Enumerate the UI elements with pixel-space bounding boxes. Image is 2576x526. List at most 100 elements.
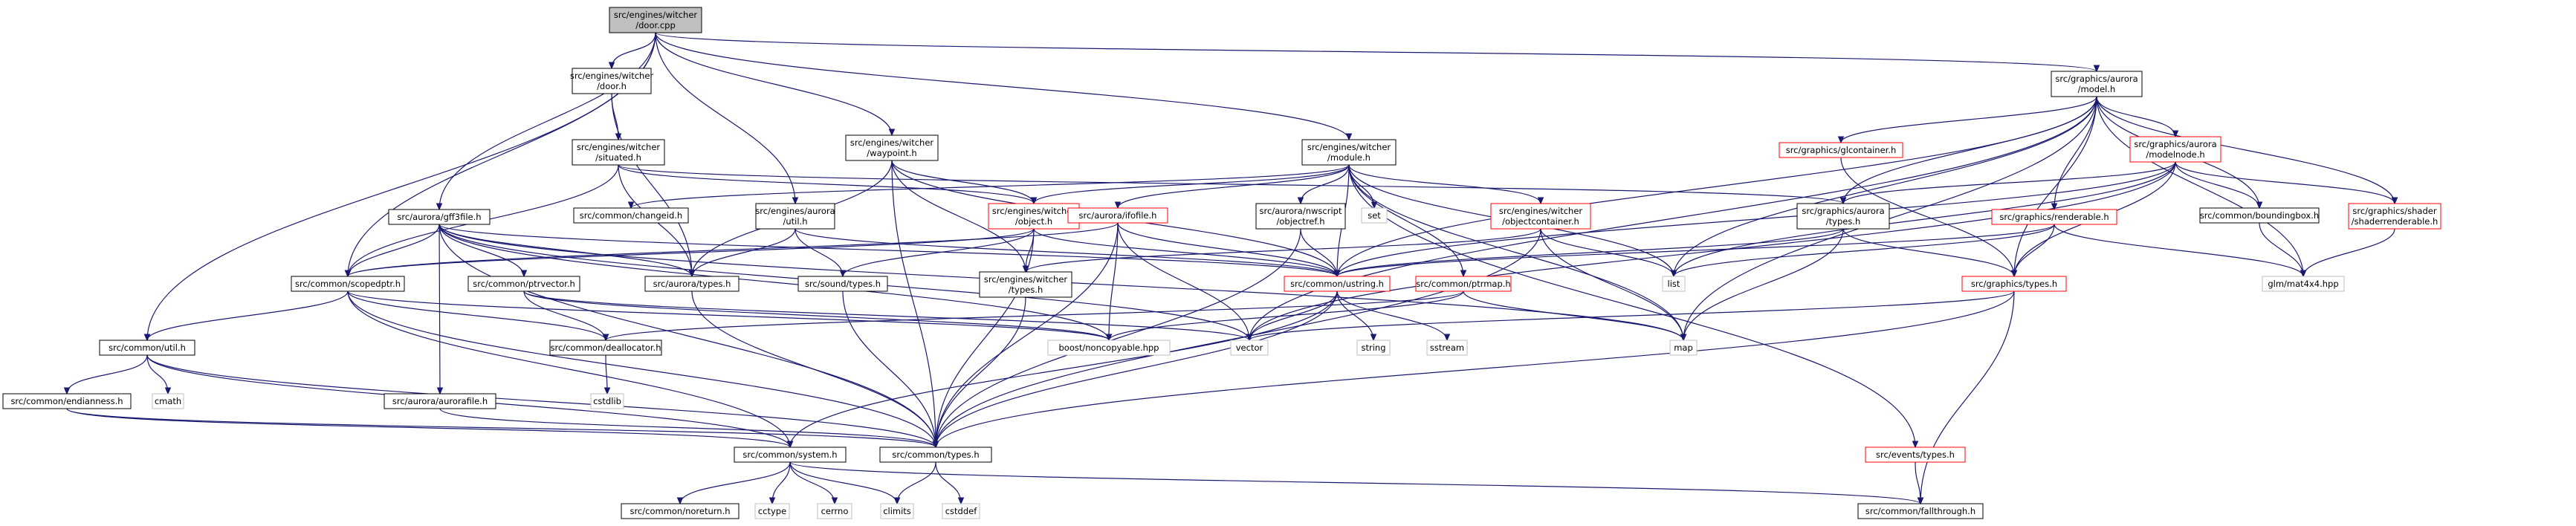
node-events-types-h[interactable]: src/events/types.h <box>1865 447 1966 463</box>
edge-gff3file_h-to-common_types_h <box>438 224 939 449</box>
node-system-h[interactable]: src/common/system.h <box>734 447 847 463</box>
node-renderable-h[interactable]: src/graphics/renderable.h <box>1991 209 2117 225</box>
node-noncopyable[interactable]: boost/noncopyable.hpp <box>1047 340 1171 356</box>
node-label: src/graphics/aurora <box>2134 139 2216 149</box>
edge-door_cpp-to-eng_aurora_util_h <box>655 32 799 205</box>
node-situated-h[interactable]: src/engines/witcher/situated.h <box>572 139 665 166</box>
node-label: src/common/endianness.h <box>10 396 123 406</box>
edge-ustring_h-to-string <box>1336 290 1377 342</box>
node-module-h[interactable]: src/engines/witcher/module.h <box>1301 139 1397 166</box>
edge-deallocator_h-to-cstdlib <box>603 354 611 395</box>
node-noreturn-h[interactable]: src/common/noreturn.h <box>621 503 740 519</box>
edge-door_cpp-to-waypoint_h <box>655 32 896 137</box>
node-boundingbox-h[interactable]: src/common/boundingbox.h <box>2199 207 2320 224</box>
node-label: /model.h <box>2078 84 2116 94</box>
node-label: src/aurora/types.h <box>653 279 731 289</box>
node-label: /object.h <box>1015 216 1052 227</box>
node-label: src/common/ptrvector.h <box>473 279 575 289</box>
node-label: /objectref.h <box>1276 216 1324 227</box>
node-label: src/graphics/types.h <box>1971 279 2057 289</box>
node-object-h[interactable]: src/engines/witcher/object.h <box>988 203 1080 230</box>
edge-util_h-to-common_types_h <box>146 354 939 449</box>
edge-eng_aurora_util_h-to-aurora_types_h <box>688 228 796 278</box>
node-changeid-h[interactable]: src/common/changeid.h <box>573 207 689 224</box>
node-ustring-h[interactable]: src/common/ustring.h <box>1284 276 1391 292</box>
node-label: cerrno <box>821 506 849 516</box>
node-aurora-types-h[interactable]: src/aurora/types.h <box>644 276 740 292</box>
node-scopedptr-h[interactable]: src/common/scopedptr.h <box>291 276 405 292</box>
node-label: src/common/deallocator.h <box>550 342 661 353</box>
node-sstream[interactable]: sstream <box>1426 340 1468 356</box>
node-label: list <box>1668 279 1680 289</box>
node-witcher-types-h[interactable]: src/engines/witcher/types.h <box>979 271 1072 298</box>
node-label: src/engines/witcher <box>614 10 698 20</box>
node-label: /module.h <box>1327 152 1370 163</box>
node-aurorafile-h[interactable]: src/aurora/aurorafile.h <box>384 393 496 409</box>
edge-module_h-to-changeid_h <box>627 164 1350 210</box>
node-objectref-h[interactable]: src/aurora/nwscript/objectref.h <box>1255 203 1346 230</box>
edge-renderable_h-to-gfx_types_h <box>2010 224 2055 278</box>
node-cstddef[interactable]: cstddef <box>942 503 980 519</box>
node-sound-types-h[interactable]: src/sound/types.h <box>797 276 888 292</box>
node-endianness-h[interactable]: src/common/endianness.h <box>2 393 132 409</box>
edge-object_h-to-common_types_h <box>932 228 1035 449</box>
edge-util_h-to-endianness_h <box>63 354 148 395</box>
node-deallocator-h[interactable]: src/common/deallocator.h <box>549 340 662 356</box>
node-cstdlib[interactable]: cstdlib <box>590 393 624 409</box>
node-ifofile-h[interactable]: src/aurora/ifofile.h <box>1067 207 1168 224</box>
edge-situated_h-to-object_h <box>618 164 1038 205</box>
node-label: src/engines/aurora <box>755 206 835 216</box>
edge-common_types_h-to-cstddef <box>935 461 965 505</box>
node-label: /waypoint.h <box>867 148 916 158</box>
node-string[interactable]: string <box>1356 340 1391 356</box>
node-cerrno[interactable]: cerrno <box>817 503 852 519</box>
edge-renderable_h-to-glm_mat4x4 <box>2054 224 2307 278</box>
node-model-h[interactable]: src/graphics/aurora/model.h <box>2051 71 2143 97</box>
node-label: src/engines/witcher <box>1307 142 1391 152</box>
node-label: src/common/ptrmap.h <box>1416 279 1510 289</box>
node-door-cpp[interactable]: src/engines/witcher/door.cpp <box>609 7 702 33</box>
node-label: /types.h <box>1009 285 1043 295</box>
node-gff3file-h[interactable]: src/aurora/gff3file.h <box>388 209 491 225</box>
node-map[interactable]: map <box>1669 340 1698 356</box>
edge-eng_aurora_util_h-to-sound_types_h <box>795 228 847 278</box>
node-climits[interactable]: climits <box>880 503 914 519</box>
node-cctype[interactable]: cctype <box>754 503 790 519</box>
node-label: src/events/types.h <box>1876 449 1955 460</box>
node-fallthrough-h[interactable]: src/common/fallthrough.h <box>1857 503 1984 519</box>
node-cmath[interactable]: cmath <box>152 393 184 409</box>
edge-shaderrenderable_h-to-glm_mat4x4 <box>2300 228 2395 278</box>
node-objectcontainer-h[interactable]: src/engines/witcher/objectcontainer.h <box>1490 203 1591 230</box>
node-list[interactable]: list <box>1662 276 1686 292</box>
edge-gff3file_h-to-aurorafile_h <box>436 224 444 395</box>
edge-aurora_types_h-to-common_types_h <box>691 290 939 449</box>
edge-door_h-to-situated_h <box>611 93 622 141</box>
node-gfx-aurora-types-h[interactable]: src/graphics/aurora/types.h <box>1796 203 1890 230</box>
node-eng-aurora-util-h[interactable]: src/engines/aurora/util.h <box>755 203 835 230</box>
node-label: src/graphics/shader <box>2352 206 2436 216</box>
edge-model_h-to-glcontainer_h <box>1837 96 2097 144</box>
edge-system_h-to-climits <box>789 461 901 505</box>
node-gfx-types-h[interactable]: src/graphics/types.h <box>1961 276 2067 292</box>
node-label: src/common/ustring.h <box>1290 279 1384 289</box>
node-util-h[interactable]: src/common/util.h <box>99 340 195 356</box>
node-door-h[interactable]: src/engines/witcher/door.h <box>570 68 654 94</box>
node-label: src/graphics/aurora <box>2055 74 2138 84</box>
node-label: src/engines/witcher <box>984 274 1068 285</box>
node-set[interactable]: set <box>1361 207 1388 224</box>
node-shaderrenderable-h[interactable]: src/graphics/shader/shaderrenderable.h <box>2348 203 2441 230</box>
node-vector[interactable]: vector <box>1230 340 1269 356</box>
node-ptrvector-h[interactable]: src/common/ptrvector.h <box>467 276 580 292</box>
edge-layer <box>63 32 2398 505</box>
node-glcontainer-h[interactable]: src/graphics/glcontainer.h <box>1779 142 1903 158</box>
edge-system_h-to-cerrno <box>789 461 838 505</box>
node-ptrmap-h[interactable]: src/common/ptrmap.h <box>1415 276 1512 292</box>
node-modelnode-h[interactable]: src/graphics/aurora/modelnode.h <box>2129 136 2221 163</box>
node-glm-mat4x4[interactable]: glm/mat4x4.hpp <box>2262 276 2345 292</box>
node-label: src/graphics/glcontainer.h <box>1786 145 1897 155</box>
edge-situated_h-to-gfx_aurora_types_h <box>618 164 1847 205</box>
node-waypoint-h[interactable]: src/engines/witcher/waypoint.h <box>845 134 939 161</box>
edge-boundingbox_h-to-glm_mat4x4 <box>2259 222 2307 278</box>
node-common-types-h[interactable]: src/common/types.h <box>879 447 992 463</box>
edge-system_h-to-cctype <box>768 461 791 505</box>
